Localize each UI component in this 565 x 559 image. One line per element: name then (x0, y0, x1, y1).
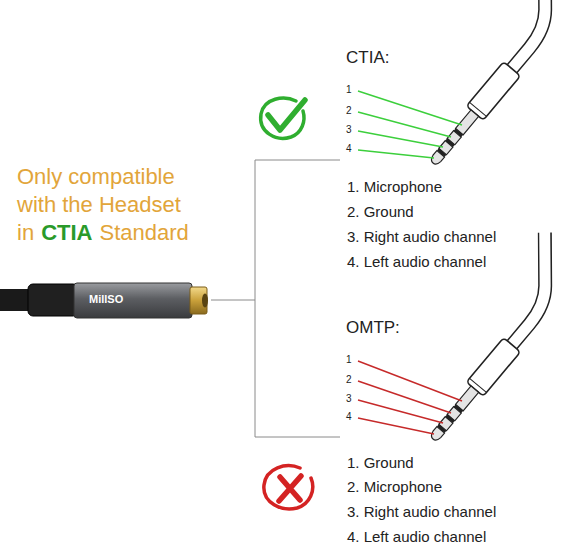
pin-number: 2 (346, 105, 352, 117)
pin-function: 1. Microphone (347, 178, 442, 195)
pin-function: 3. Right audio channel (347, 503, 496, 520)
pin-function: 3. Right audio channel (347, 228, 496, 245)
jack-hole (202, 294, 208, 308)
pin-function: 4. Left audio channel (347, 253, 486, 270)
standard-heading: OMTP: (346, 318, 400, 338)
pin-number: 1 (346, 84, 352, 96)
pin-number: 3 (346, 393, 352, 405)
pin-number: 2 (346, 374, 352, 386)
pin-function: 2. Ground (347, 203, 414, 220)
check-icon (261, 98, 305, 138)
pin-number: 3 (346, 124, 352, 136)
ferrule (28, 284, 78, 316)
bracket (211, 160, 340, 437)
standard-name: CTIA (41, 220, 92, 245)
claim-text: in (17, 220, 34, 245)
pin-function: 2. Microphone (347, 478, 442, 495)
leader-lines (358, 361, 462, 434)
pin-number: 4 (346, 143, 352, 155)
pin-function: 4. Left audio channel (347, 528, 486, 545)
leader-lines (358, 91, 462, 158)
brand-name: MillSO (89, 293, 123, 306)
pin-number: 1 (346, 354, 352, 366)
gold-tip (190, 287, 207, 314)
pin-number: 4 (346, 411, 352, 423)
claim-text: with the Headset (17, 192, 181, 217)
pin-function: 1. Ground (347, 454, 414, 471)
jack-adapter (0, 283, 208, 318)
standard-heading: CTIA: (346, 48, 389, 68)
cross-icon (264, 466, 313, 509)
claim-text: Only compatible (17, 164, 175, 189)
jack-body (74, 283, 192, 318)
claim-text: Standard (99, 220, 188, 245)
